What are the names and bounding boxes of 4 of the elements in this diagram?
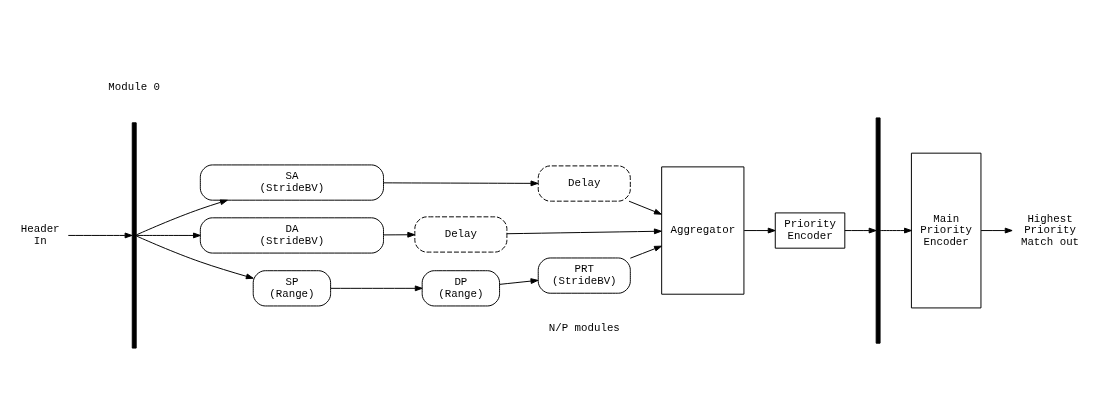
node-text: Header In (20, 222, 60, 247)
label: Module 0 (108, 80, 161, 93)
label: N/P modules (548, 321, 620, 334)
node-text: Highest Priority Match out (1020, 212, 1080, 248)
